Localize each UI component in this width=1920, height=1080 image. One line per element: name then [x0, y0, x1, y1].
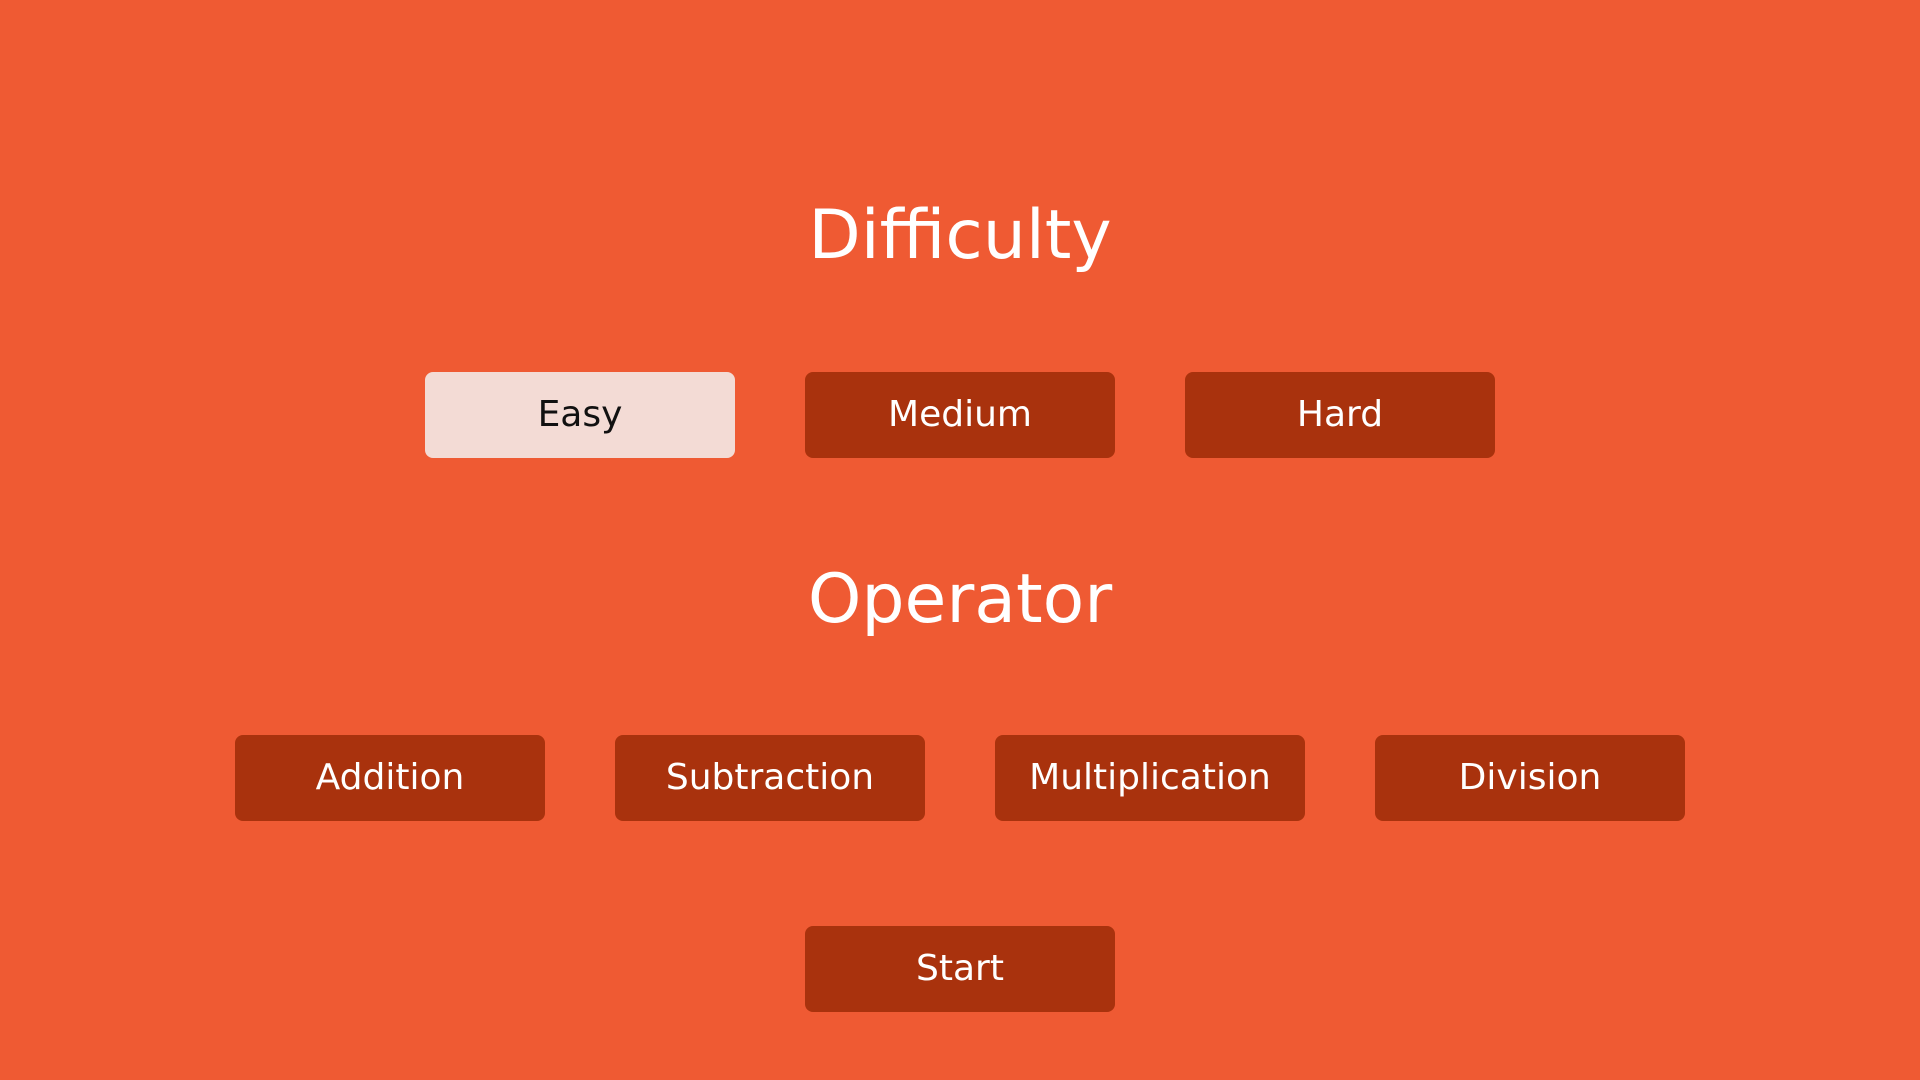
operator-division-button[interactable]: Division — [1375, 735, 1685, 821]
difficulty-medium-button[interactable]: Medium — [805, 372, 1115, 458]
difficulty-hard-button[interactable]: Hard — [1185, 372, 1495, 458]
difficulty-easy-button[interactable]: Easy — [425, 372, 735, 458]
difficulty-heading: Difficulty — [808, 196, 1112, 275]
operator-multiplication-button[interactable]: Multiplication — [995, 735, 1305, 821]
operator-addition-button[interactable]: Addition — [235, 735, 545, 821]
start-button[interactable]: Start — [805, 926, 1115, 1012]
operator-heading: Operator — [807, 560, 1113, 639]
operator-subtraction-button[interactable]: Subtraction — [615, 735, 925, 821]
